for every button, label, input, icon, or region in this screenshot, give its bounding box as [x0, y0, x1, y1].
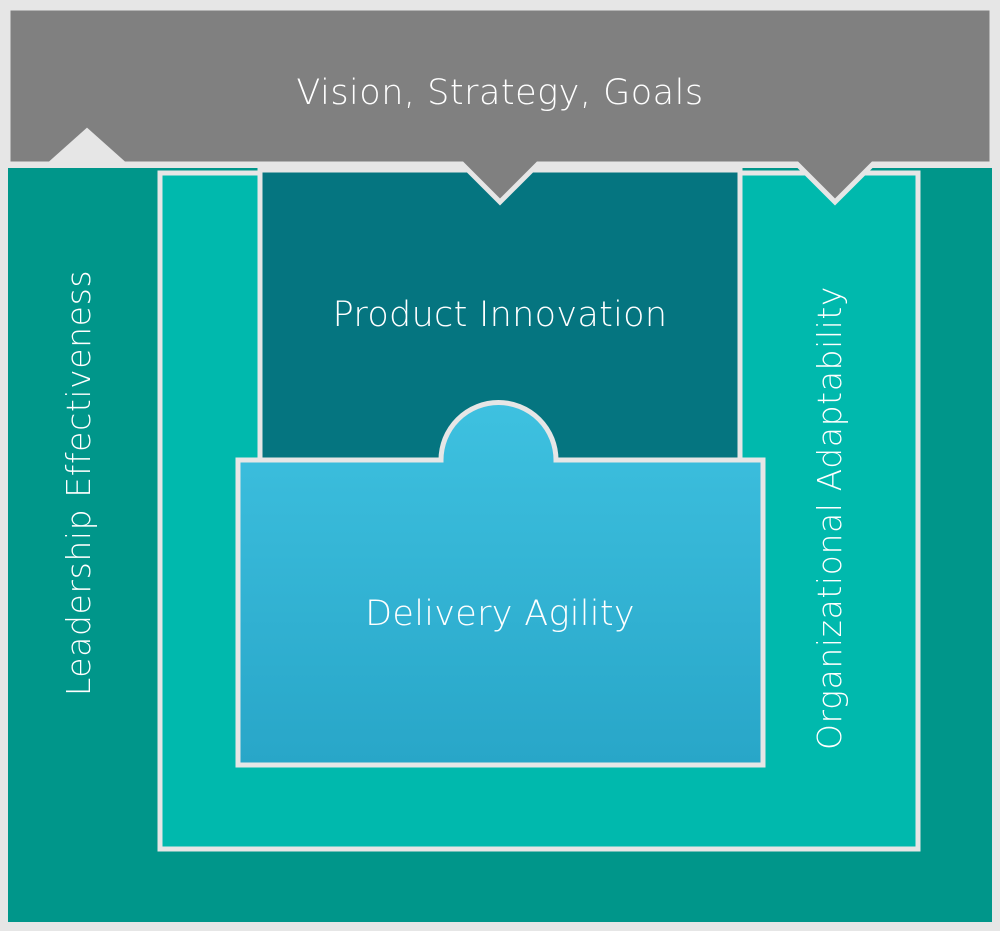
organizational-adaptability-label: Organizational Adaptability — [810, 286, 849, 750]
vision-strategy-goals-label: Vision, Strategy, Goals — [296, 73, 703, 113]
product-innovation-label: Product Innovation — [333, 295, 668, 335]
delivery-agility-block — [235, 400, 766, 768]
vision-strategy-goals-band — [5, 5, 995, 206]
delivery-agility-label: Delivery Agility — [365, 594, 635, 634]
leadership-effectiveness-label: Leadership Effectiveness — [59, 270, 98, 696]
